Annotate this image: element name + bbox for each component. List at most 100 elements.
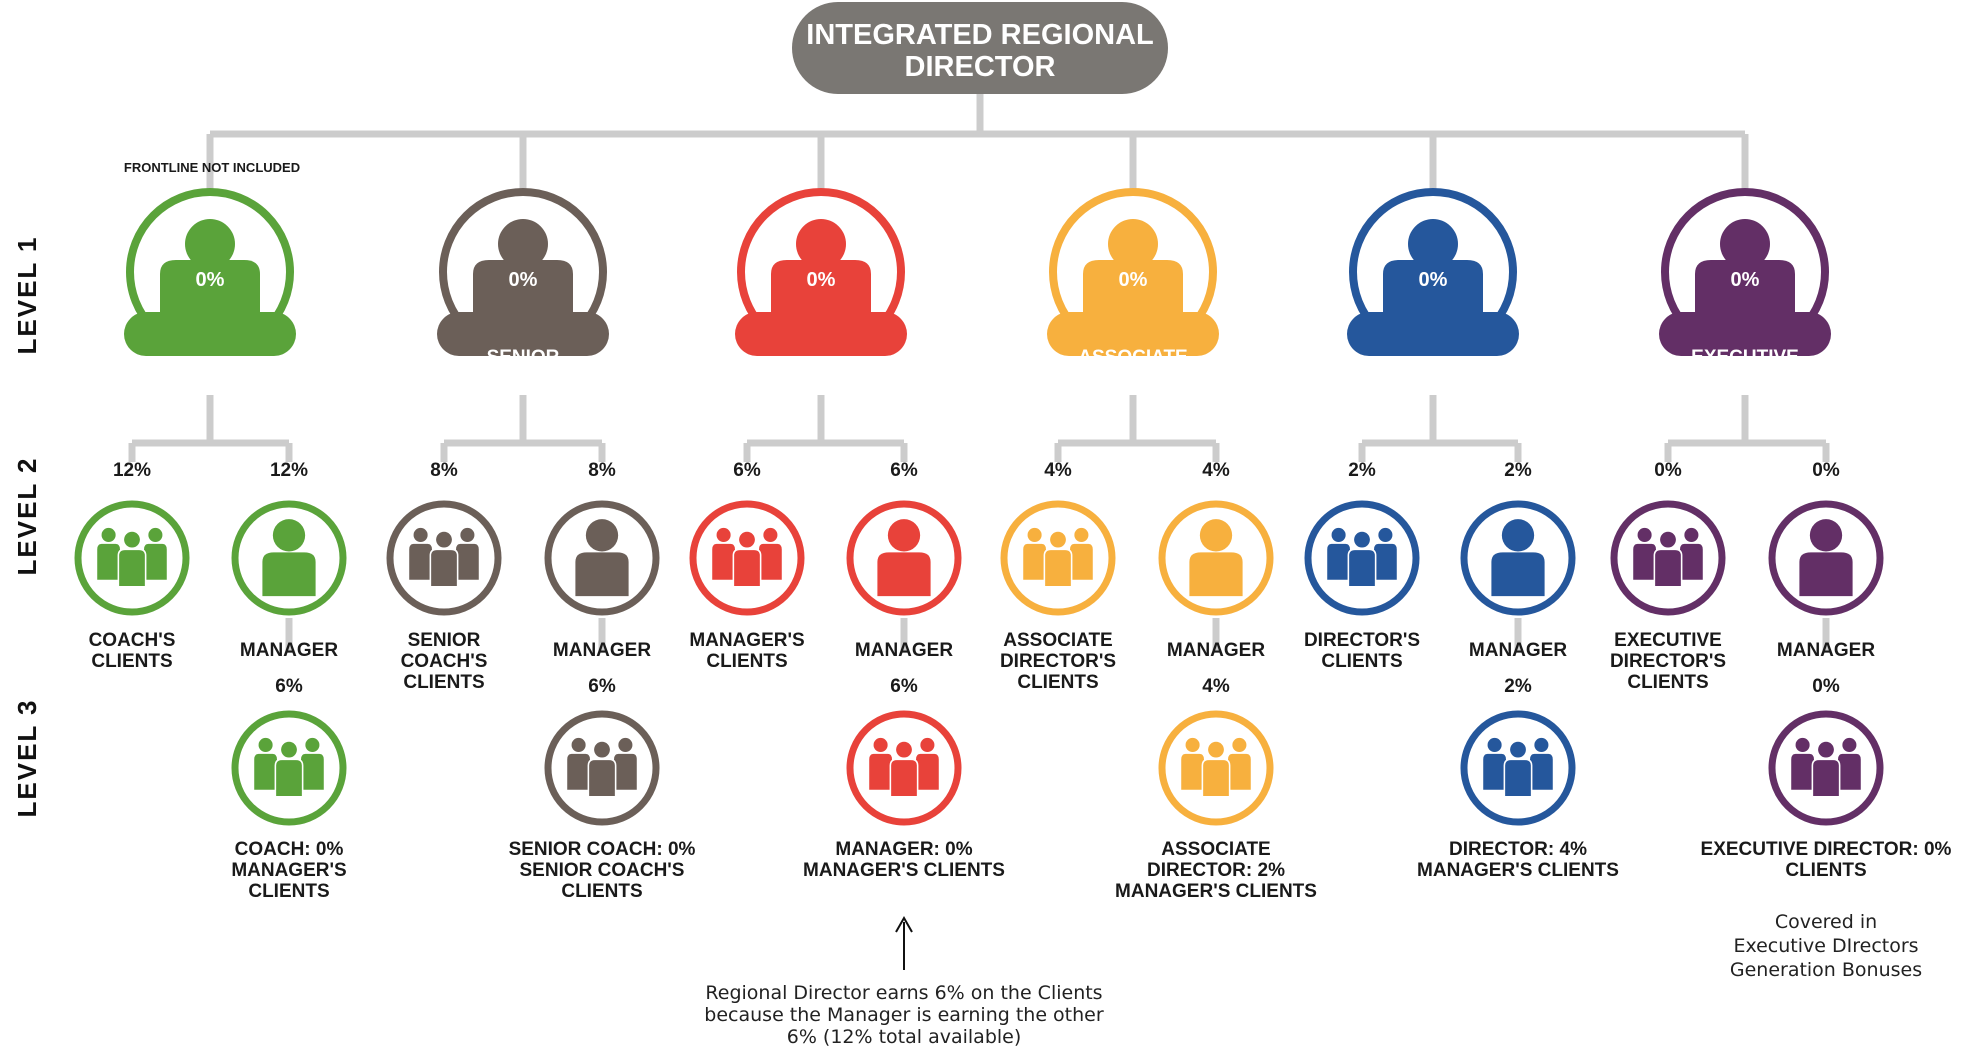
level2-clients-label: DIRECTOR'S xyxy=(1304,630,1420,651)
level2-manager-node-senior-coach xyxy=(544,500,660,616)
level1-pct: 0% xyxy=(196,269,225,291)
level2-manager-label: MANAGER xyxy=(855,640,953,661)
person-icon xyxy=(575,519,629,597)
level1-name-pill xyxy=(1347,312,1519,356)
level1-name-pill xyxy=(1659,312,1831,356)
level3-label: SENIOR COACH'S xyxy=(520,860,685,881)
level3-label: MANAGER'S CLIENTS xyxy=(1115,881,1317,902)
group-icon xyxy=(95,527,169,588)
level3-label: CLIENTS xyxy=(561,881,642,902)
level2-clients-pct: 12% xyxy=(113,460,151,481)
top-node-pill xyxy=(792,2,1168,94)
level1-pct: 0% xyxy=(807,269,836,291)
level2-manager-pct: 8% xyxy=(588,460,616,481)
up-arrowhead-icon xyxy=(895,915,913,933)
level1-name-pill xyxy=(124,312,296,356)
level1-node-coach: 0%COACH xyxy=(124,188,296,381)
level-label: LEVEL 2 xyxy=(12,456,42,575)
person-head-icon xyxy=(796,219,846,269)
level2-manager-pct: 4% xyxy=(1202,460,1230,481)
level1-node-director: 0%DIRECTOR xyxy=(1347,188,1519,381)
person-head-icon xyxy=(185,219,235,269)
level1-title-line2: DIRECTOR xyxy=(1696,367,1795,388)
group-icon xyxy=(407,527,481,588)
level1-title-line1: ASSOCIATE xyxy=(1078,347,1187,368)
level2-manager-pct: 0% xyxy=(1812,460,1840,481)
group-icon xyxy=(1179,737,1253,798)
level2-clients-label: EXECUTIVE xyxy=(1614,630,1722,651)
level3-pct: 0% xyxy=(1812,676,1840,697)
level2-clients-label: COACH'S xyxy=(89,630,176,651)
person-icon xyxy=(1799,519,1853,597)
level2-clients-label: CLIENTS xyxy=(706,651,787,672)
level2-manager-label: MANAGER xyxy=(1777,640,1875,661)
level2-clients-label: SENIOR xyxy=(408,630,481,651)
level2-clients-pct: 6% xyxy=(733,460,761,481)
person-head-icon xyxy=(1720,219,1770,269)
level2-clients-label: ASSOCIATE xyxy=(1003,630,1112,651)
level2-clients-label: DIRECTOR'S xyxy=(1610,651,1726,672)
level2-clients-label: CLIENTS xyxy=(1627,672,1708,693)
level2-clients-node-director xyxy=(1304,500,1420,616)
person-icon xyxy=(1491,519,1545,597)
level2-manager-pct: 12% xyxy=(270,460,308,481)
level2-manager-label: MANAGER xyxy=(1469,640,1567,661)
level-label: LEVEL 3 xyxy=(12,698,42,817)
executive-note-line: Generation Bonuses xyxy=(1730,959,1922,981)
level2-clients-label: DIRECTOR'S xyxy=(1000,651,1116,672)
level2-clients-label: CLIENTS xyxy=(403,672,484,693)
group-icon xyxy=(1325,527,1399,588)
level3-label: CLIENTS xyxy=(248,881,329,902)
level2-manager-node-manager xyxy=(846,500,962,616)
level3-node-executive-director xyxy=(1768,710,1884,826)
top-node-title-line2: DIRECTOR xyxy=(905,51,1056,83)
group-icon xyxy=(710,527,784,588)
level2-clients-label: MANAGER'S xyxy=(689,630,804,651)
level3-label: MANAGER: 0% xyxy=(835,839,972,860)
level3-label: MANAGER'S CLIENTS xyxy=(803,860,1005,881)
level3-label: ASSOCIATE xyxy=(1161,839,1270,860)
group-icon xyxy=(1021,527,1095,588)
level2-manager-node-coach xyxy=(231,500,347,616)
group-icon xyxy=(1789,737,1863,798)
level1-title-line2: COACH xyxy=(488,367,558,388)
level3-label: SENIOR COACH: 0% xyxy=(509,839,696,860)
group-icon xyxy=(252,737,326,798)
level3-node-director xyxy=(1460,710,1576,826)
group-icon xyxy=(1631,527,1705,588)
person-head-icon xyxy=(498,219,548,269)
executive-note-line: Covered in xyxy=(1775,911,1877,933)
level3-label: MANAGER'S xyxy=(231,860,346,881)
level2-manager-pct: 2% xyxy=(1504,460,1532,481)
group-icon xyxy=(867,737,941,798)
level2-manager-node-associate-director xyxy=(1158,500,1274,616)
level3-node-associate-director xyxy=(1158,710,1274,826)
person-icon xyxy=(262,519,316,597)
level2-clients-node-senior-coach xyxy=(386,500,502,616)
manager-note-line: Regional Director earns 6% on the Client… xyxy=(705,982,1102,1004)
level3-label: CLIENTS xyxy=(1785,860,1866,881)
level1-pct: 0% xyxy=(1731,269,1760,291)
level2-clients-node-executive-director xyxy=(1610,500,1726,616)
level2-clients-label: CLIENTS xyxy=(91,651,172,672)
level2-clients-node-manager xyxy=(689,500,805,616)
top-node-title-line1: INTEGRATED REGIONAL xyxy=(806,19,1153,51)
level2-clients-pct: 8% xyxy=(430,460,458,481)
level2-clients-pct: 4% xyxy=(1044,460,1072,481)
level1-name-pill xyxy=(437,312,609,356)
level2-clients-pct: 0% xyxy=(1654,460,1682,481)
level1-name-pill xyxy=(735,312,907,356)
level2-manager-label: MANAGER xyxy=(240,640,338,661)
level3-pct: 6% xyxy=(588,676,616,697)
connector-lines xyxy=(128,90,1830,652)
level1-title-line1: SENIOR xyxy=(487,347,560,368)
person-head-icon xyxy=(1108,219,1158,269)
level2-manager-node-executive-director xyxy=(1768,500,1884,616)
level3-label: DIRECTOR: 4% xyxy=(1449,839,1587,860)
level3-label: DIRECTOR: 2% xyxy=(1147,860,1285,881)
